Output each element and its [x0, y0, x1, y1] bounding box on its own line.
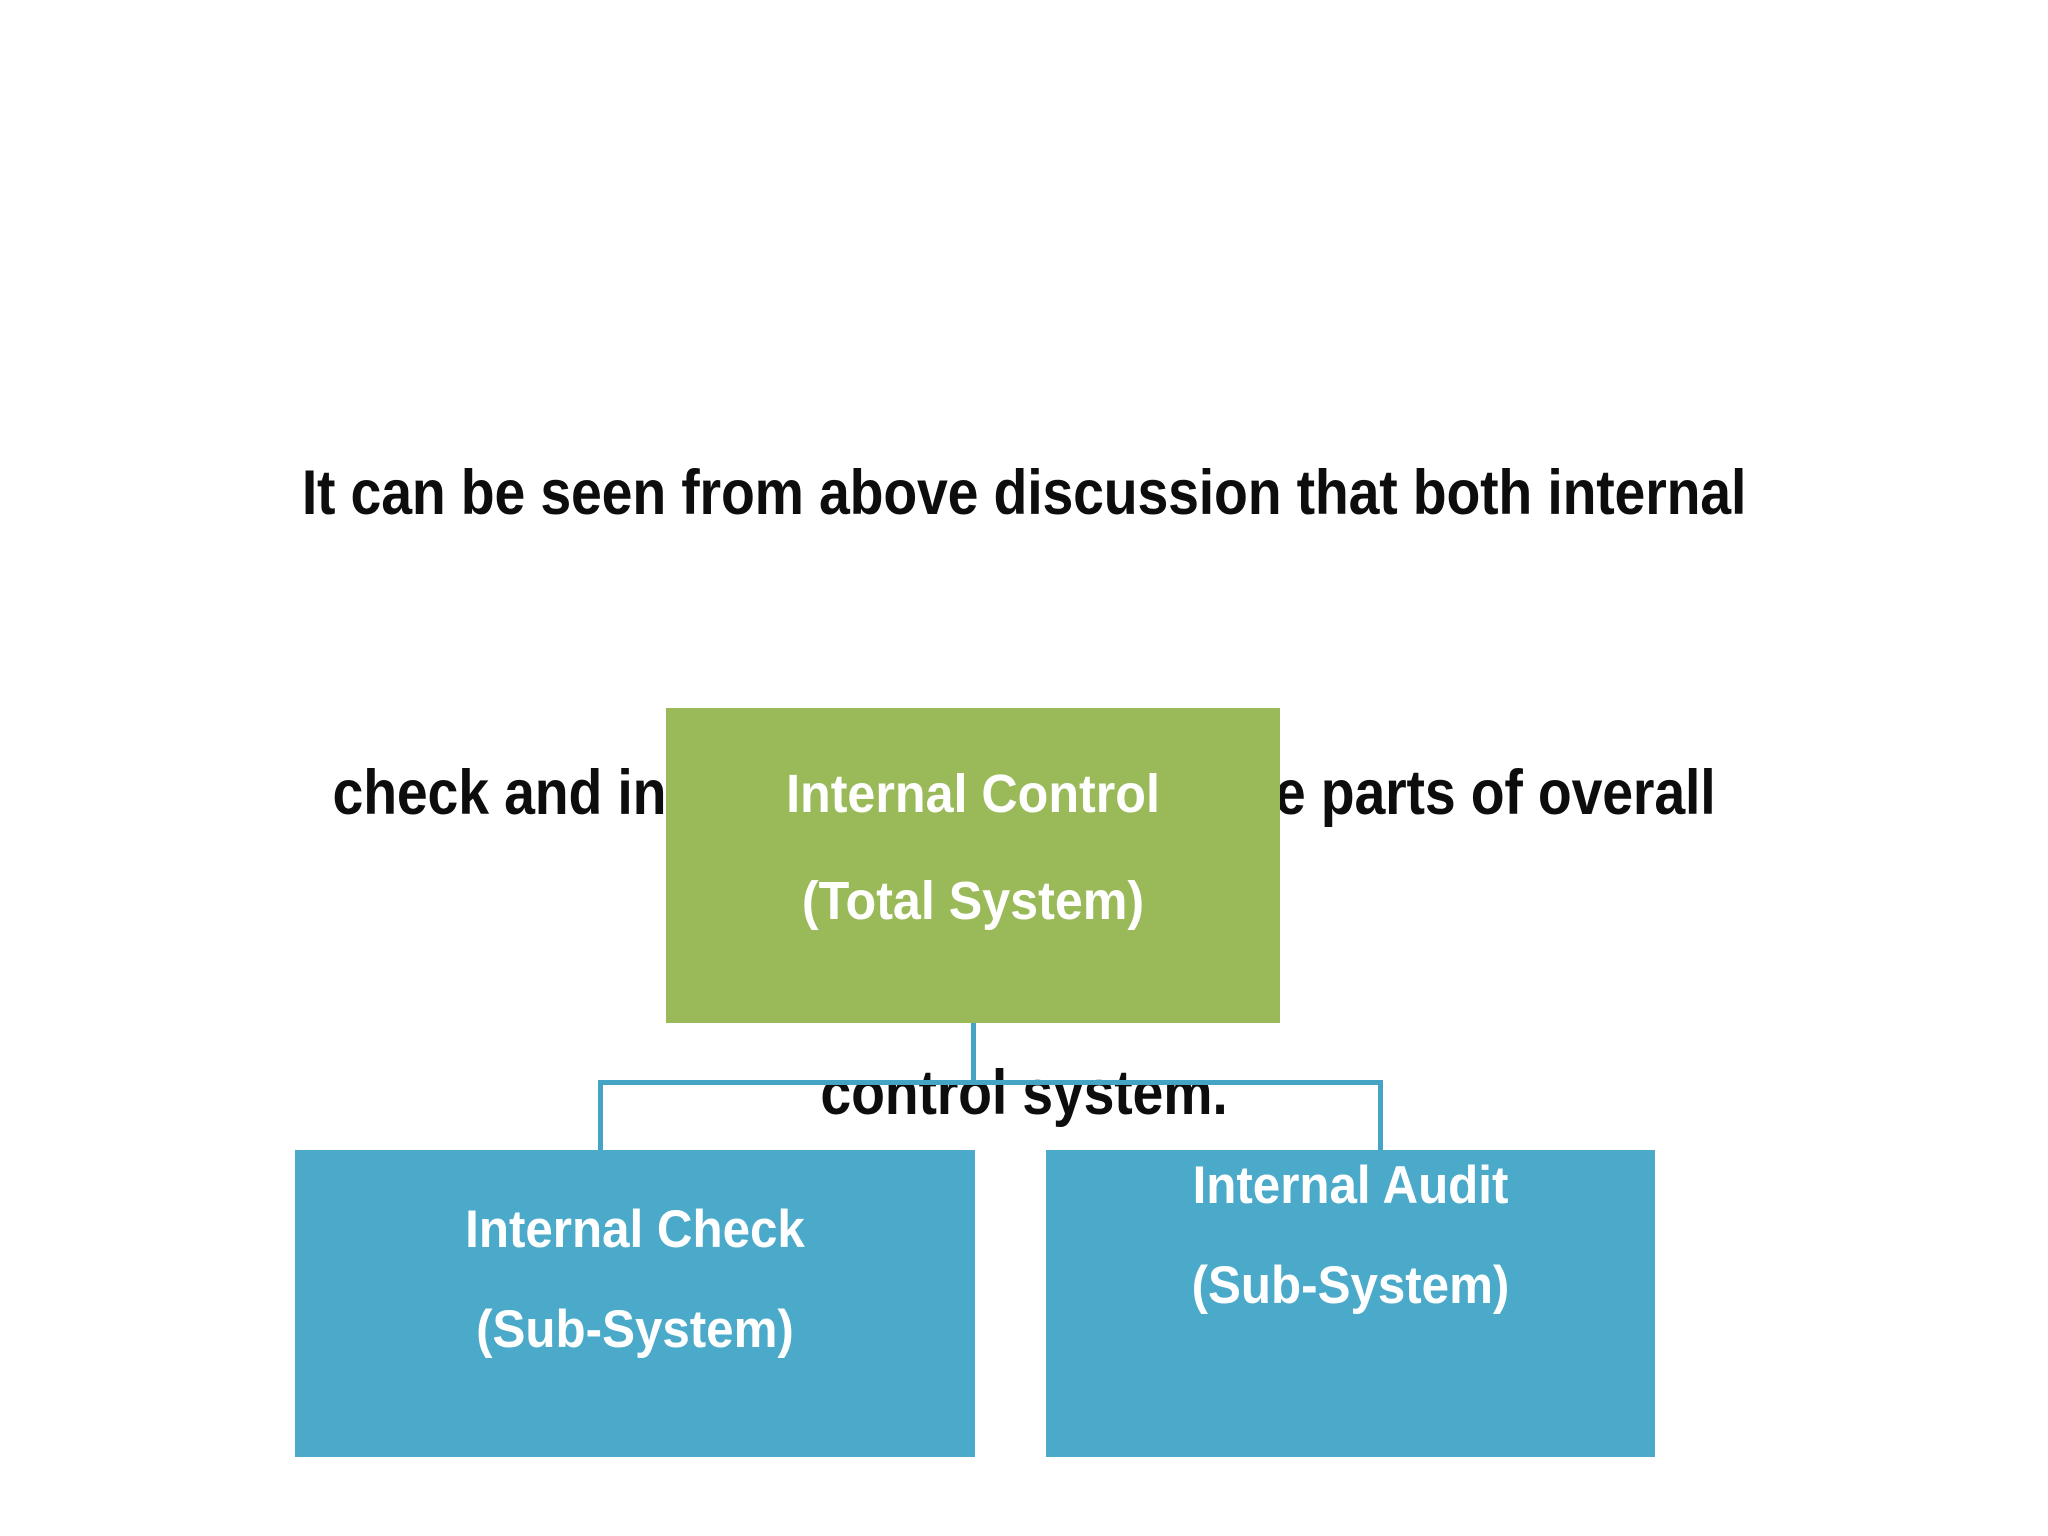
headline-line-3: control system. — [820, 1058, 1228, 1128]
connector-stem-root — [971, 1023, 976, 1085]
node-internal-check-title: Internal Check — [465, 1200, 805, 1259]
node-internal-check-subtitle: (Sub-System) — [476, 1300, 794, 1359]
node-internal-audit-subtitle: (Sub-System) — [1191, 1256, 1510, 1315]
node-internal-control[interactable]: Internal Control (Total System) — [666, 708, 1280, 1023]
node-internal-check[interactable]: Internal Check (Sub-System) — [295, 1150, 975, 1457]
node-internal-audit[interactable]: Internal Audit (Sub-System) — [1046, 1150, 1655, 1457]
connector-drop-internal-audit — [1378, 1080, 1383, 1152]
node-internal-control-subtitle: (Total System) — [801, 871, 1145, 931]
headline-line-1: It can be seen from above discussion tha… — [301, 458, 1747, 528]
connector-horizontal-bar — [598, 1080, 1383, 1085]
node-internal-control-title: Internal Control — [786, 764, 1160, 824]
connector-drop-internal-check — [598, 1080, 603, 1152]
node-internal-audit-title: Internal Audit — [1192, 1156, 1509, 1215]
